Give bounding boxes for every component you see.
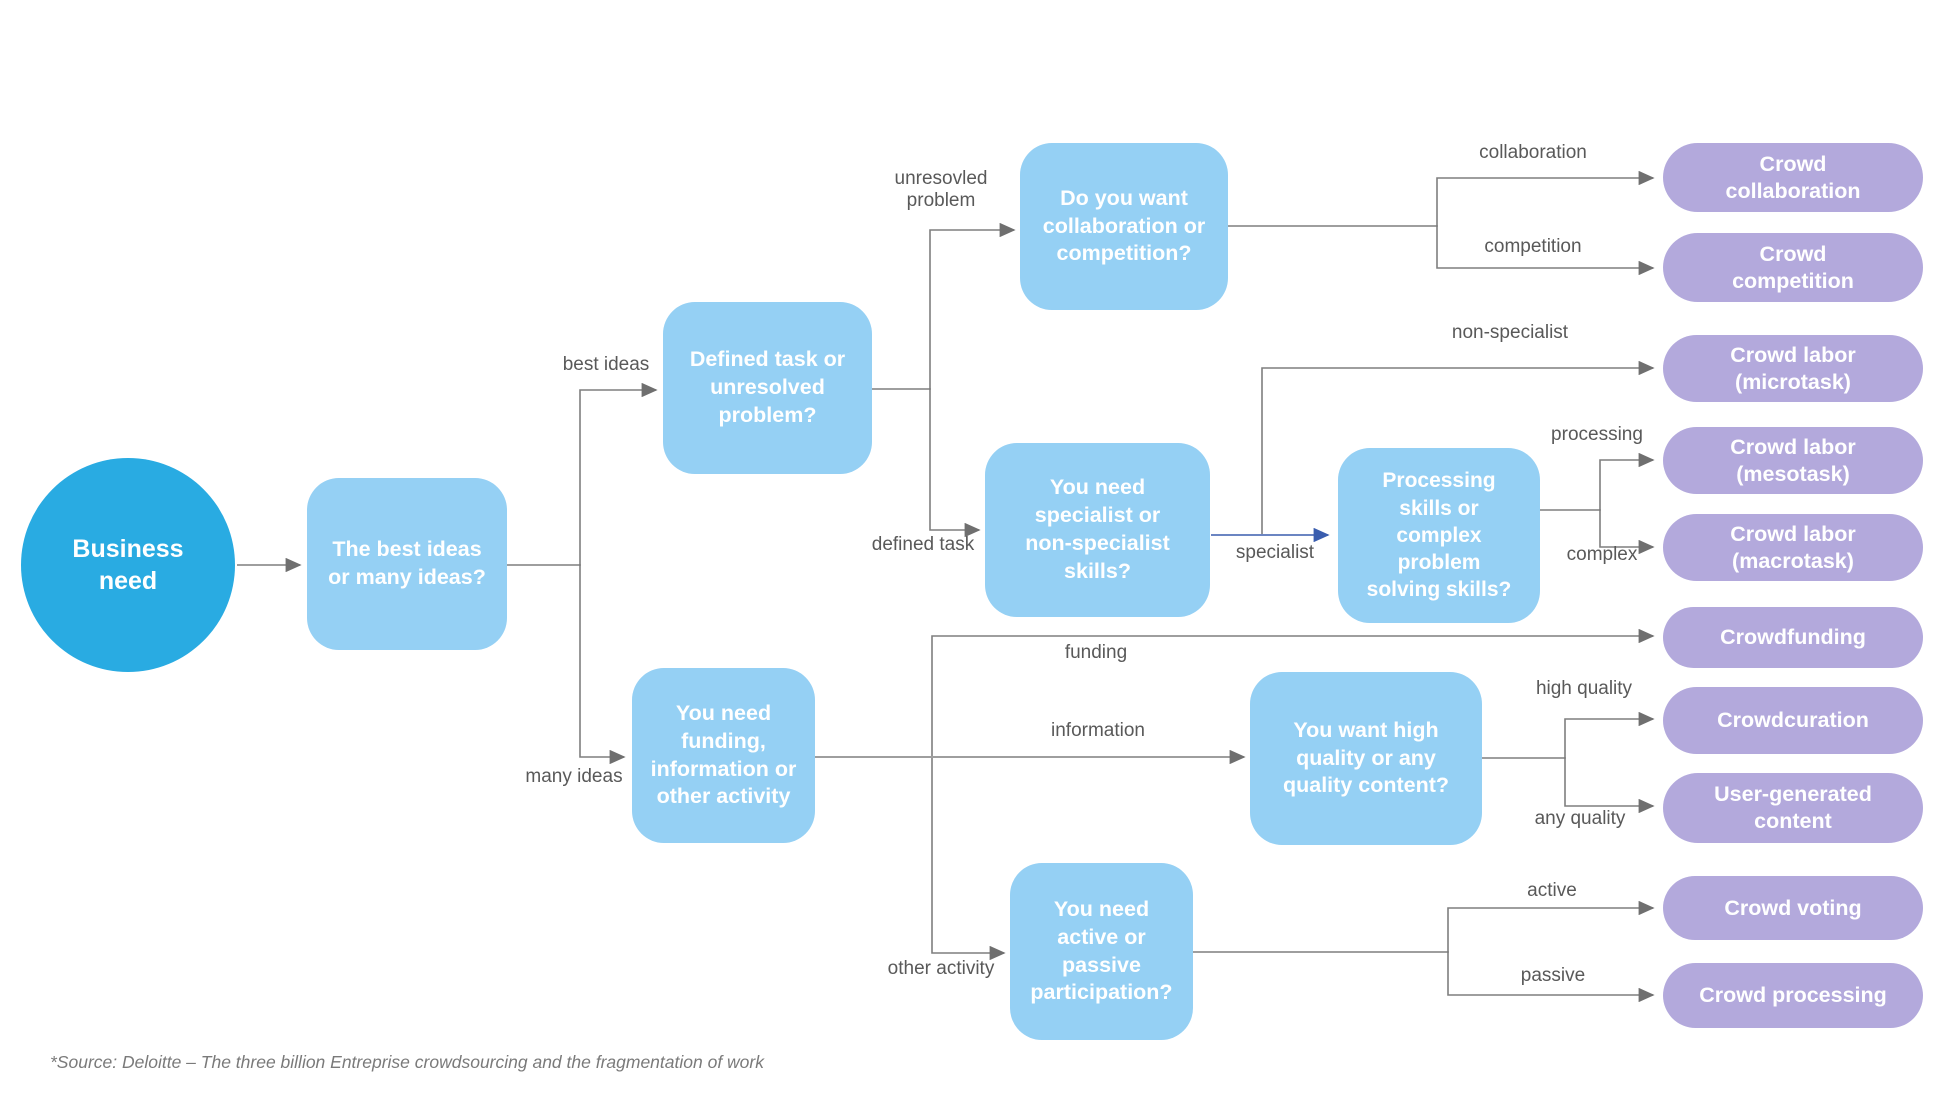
edge-collaboration (1436, 170, 1655, 227)
edge-complex (1599, 509, 1655, 555)
edge-label-unresolved-problem: unresovled problem (894, 168, 988, 211)
node-best-or-many-ideas: The best ideas or many ideas? (307, 478, 507, 650)
edge-label-information: information (1051, 720, 1145, 741)
outcome-crowd-labor-microtask: Crowd labor (microtask) (1663, 335, 1923, 402)
edge-passive (1447, 951, 1655, 1003)
edge-non-specialist (1261, 360, 1655, 534)
edge-high-quality (1564, 711, 1655, 759)
outcome-crowd-collaboration: Crowd collaboration (1663, 143, 1923, 212)
node-funding-information-other: You need funding, information or other a… (632, 668, 815, 843)
edge-label-best-ideas: best ideas (562, 354, 650, 375)
node-processing-or-complex-skills: Processing skills or complex problem sol… (1338, 448, 1540, 623)
outcome-crowdcuration: Crowdcuration (1663, 687, 1923, 754)
edge-label-funding: funding (1064, 642, 1128, 663)
edge-label-specialist: specialist (1235, 542, 1315, 563)
outcome-crowdfunding: Crowdfunding (1663, 607, 1923, 668)
node-active-or-passive-participation: You need active or passive participation… (1010, 863, 1193, 1040)
source-note: *Source: Deloitte – The three billion En… (50, 1052, 764, 1072)
edge-best-ideas (579, 382, 658, 566)
edge-defined-task (929, 388, 981, 538)
node-collaboration-or-competition: Do you want collaboration or competition… (1020, 143, 1228, 310)
outcome-crowd-labor-mesotask: Crowd labor (mesotask) (1663, 427, 1923, 494)
outcome-crowd-labor-macrotask: Crowd labor (macrotask) (1663, 514, 1923, 581)
edge-label-collaboration: collaboration (1479, 142, 1587, 163)
edge-unresolved-problem (929, 222, 1016, 390)
node-business-need: Business need (21, 458, 235, 672)
edge-funding (931, 628, 1655, 756)
edge-label-high-quality: high quality (1535, 678, 1633, 699)
edge-label-active: active (1527, 880, 1577, 901)
outcome-crowd-competition: Crowd competition (1663, 233, 1923, 302)
edge-competition (1436, 225, 1655, 276)
edge-label-many-ideas: many ideas (525, 766, 623, 787)
outcome-user-generated-content: User-generated content (1663, 773, 1923, 843)
edge-label-passive: passive (1520, 965, 1586, 986)
edge-label-non-specialist: non-specialist (1451, 322, 1569, 343)
node-high-or-any-quality: You want high quality or any quality con… (1250, 672, 1482, 845)
edge-label-complex: complex (1566, 544, 1638, 565)
edge-any-quality (1564, 757, 1655, 814)
outcome-crowd-processing: Crowd processing (1663, 963, 1923, 1028)
edge-label-processing: processing (1551, 424, 1643, 445)
edge-label-defined-task: defined task (871, 534, 975, 555)
node-specialist-or-non-specialist: You need specialist or non-specialist sk… (985, 443, 1210, 617)
edge-label-other-activity: other activity (887, 958, 995, 979)
edge-active (1447, 900, 1655, 953)
edge-many-ideas (579, 564, 626, 765)
edge-other-activity (931, 758, 1006, 961)
edge-processing (1599, 452, 1655, 511)
outcome-crowd-voting: Crowd voting (1663, 876, 1923, 940)
edge-label-competition: competition (1484, 236, 1582, 257)
node-defined-task-or-unresolved-problem: Defined task or unresolved problem? (663, 302, 872, 474)
edge-label-any-quality: any quality (1534, 808, 1626, 829)
